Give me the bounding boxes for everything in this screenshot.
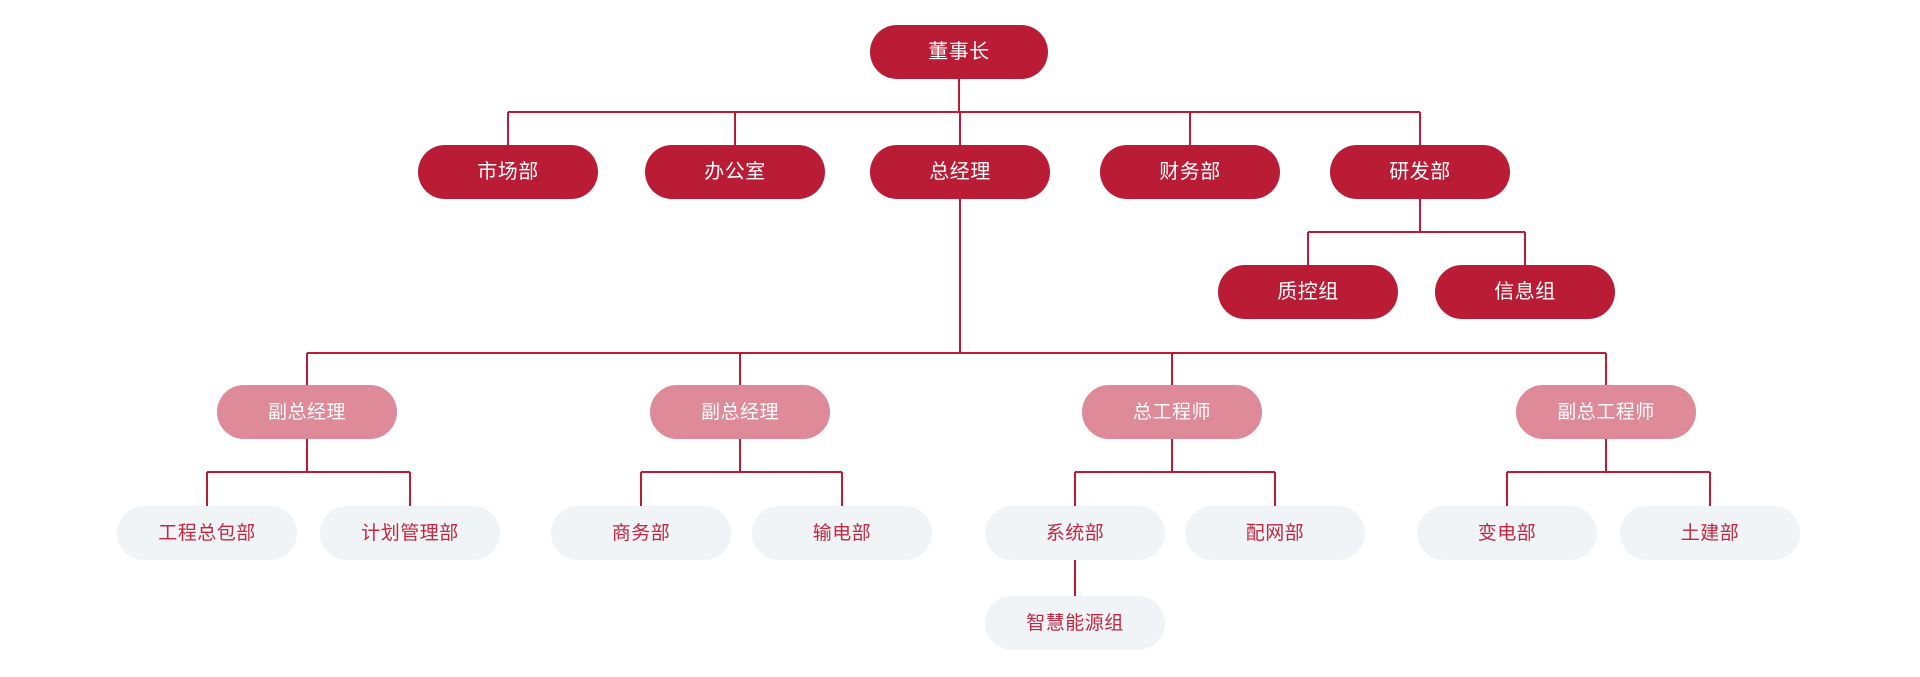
org-node-planning[interactable]: 计划管理部	[320, 506, 500, 560]
org-node-label: 研发部	[1389, 161, 1451, 183]
org-node-civil[interactable]: 土建部	[1620, 506, 1800, 560]
org-node-info[interactable]: 信息组	[1435, 265, 1615, 319]
org-node-chiefeng[interactable]: 总工程师	[1082, 385, 1262, 439]
org-node-business[interactable]: 商务部	[551, 506, 731, 560]
org-node-label: 智慧能源组	[1026, 612, 1124, 634]
org-node-dgm1[interactable]: 副总经理	[217, 385, 397, 439]
org-node-label: 商务部	[611, 522, 671, 544]
org-node-office[interactable]: 办公室	[645, 145, 825, 199]
org-node-label: 变电部	[1477, 522, 1537, 544]
org-node-label: 信息组	[1494, 281, 1556, 303]
org-node-label: 副总经理	[267, 401, 346, 423]
org-node-label: 办公室	[704, 161, 766, 183]
org-node-label: 董事长	[928, 41, 990, 63]
org-node-substation[interactable]: 变电部	[1417, 506, 1597, 560]
org-node-epc[interactable]: 工程总包部	[117, 506, 297, 560]
org-node-qc[interactable]: 质控组	[1218, 265, 1398, 319]
org-node-label: 总工程师	[1132, 401, 1211, 423]
org-node-marketing[interactable]: 市场部	[418, 145, 598, 199]
org-node-dgm2[interactable]: 副总经理	[650, 385, 830, 439]
org-node-system[interactable]: 系统部	[985, 506, 1165, 560]
org-node-chairman[interactable]: 董事长	[870, 25, 1048, 79]
org-node-label: 财务部	[1159, 161, 1221, 183]
org-node-label: 系统部	[1045, 522, 1105, 544]
org-node-label: 副总经理	[700, 401, 779, 423]
org-node-label: 市场部	[477, 161, 539, 183]
org-node-transmission[interactable]: 输电部	[752, 506, 932, 560]
org-node-rnd[interactable]: 研发部	[1330, 145, 1510, 199]
org-node-label: 土建部	[1680, 522, 1740, 544]
org-node-finance[interactable]: 财务部	[1100, 145, 1280, 199]
org-node-label: 计划管理部	[361, 522, 459, 544]
org-node-label: 配网部	[1245, 522, 1305, 544]
org-node-label: 输电部	[812, 522, 872, 544]
org-node-gm[interactable]: 总经理	[870, 145, 1050, 199]
org-node-label: 总经理	[929, 161, 991, 183]
org-node-label: 质控组	[1277, 281, 1339, 303]
org-node-label: 副总工程师	[1557, 401, 1655, 423]
org-node-smartenergy[interactable]: 智慧能源组	[985, 596, 1165, 650]
org-node-label: 工程总包部	[158, 522, 256, 544]
org-node-dchiefeng[interactable]: 副总工程师	[1516, 385, 1696, 439]
org-node-distribution[interactable]: 配网部	[1185, 506, 1365, 560]
